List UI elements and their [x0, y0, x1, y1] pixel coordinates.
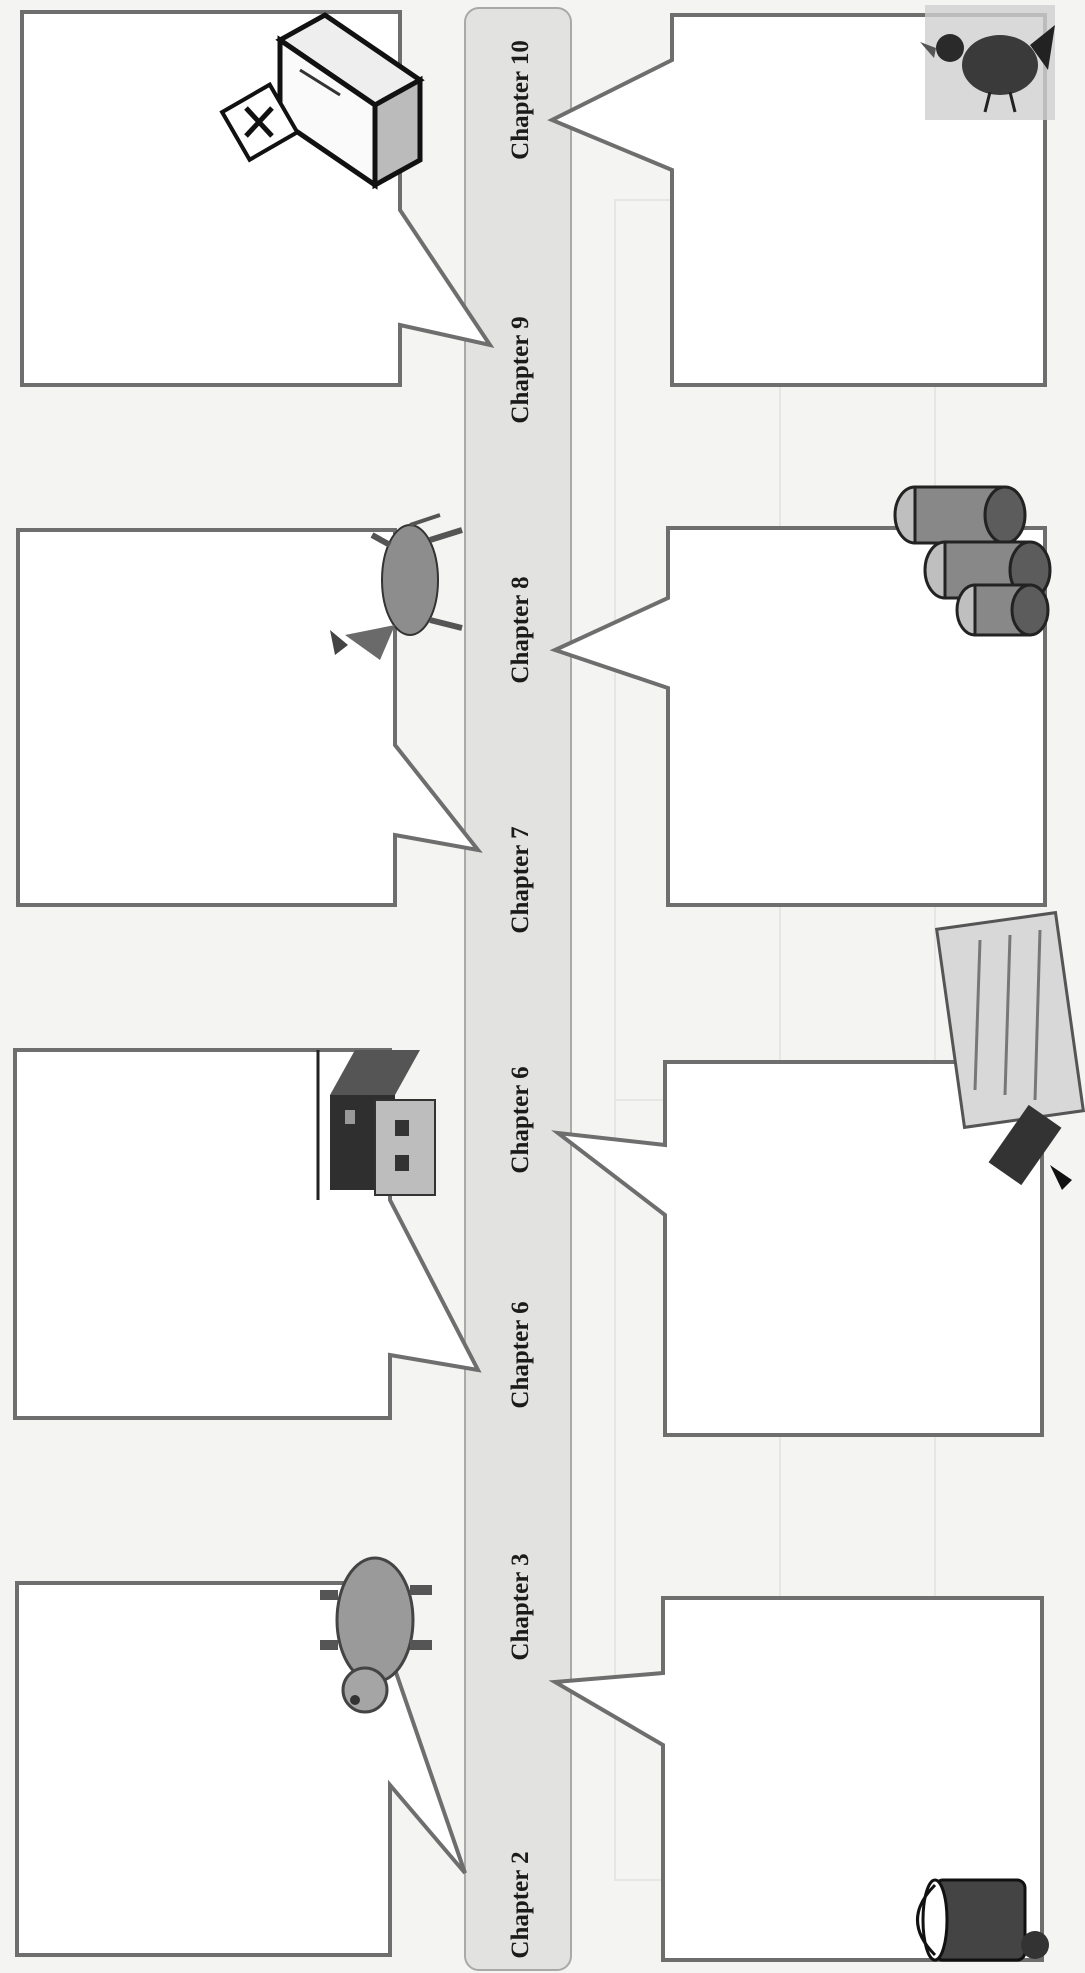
chapter-label: Chapter 10 — [507, 40, 534, 160]
raven-icon — [920, 5, 1055, 120]
chapter-label: Chapter 8 — [507, 576, 534, 683]
speech-bubbles-left — [15, 12, 490, 1955]
chapter-label: Chapter 9 — [507, 316, 534, 423]
chapter-label: Chapter 2 — [507, 1851, 534, 1958]
speech-bubble-chapter-9[interactable] — [22, 12, 490, 385]
timeline-bar — [465, 8, 571, 1970]
chapter-label: Chapter 6 — [507, 1301, 534, 1408]
chapter-label: Chapter 6 — [507, 1066, 534, 1173]
chapter-label: Chapter 7 — [507, 826, 534, 933]
chapter-label: Chapter 3 — [507, 1553, 534, 1660]
